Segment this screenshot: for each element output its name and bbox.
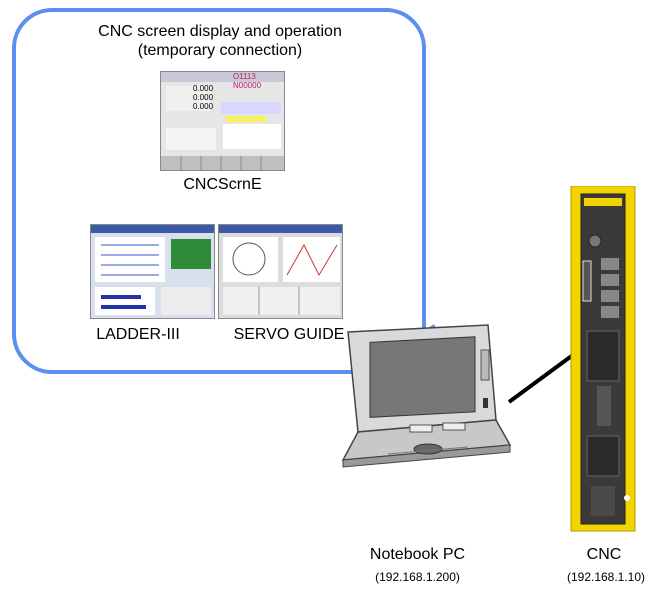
cnc-ip: (192.168.1.10) [566, 570, 646, 584]
cnc-values: 0.000 0.000 0.000 [193, 84, 213, 111]
notebook-pc-ip: (192.168.1.200) [375, 570, 460, 584]
callout-title-line1: CNC screen display and operation [98, 23, 342, 40]
cnc-value: 0.000 [193, 93, 214, 102]
notebook-pc-label: Notebook PC [369, 546, 466, 563]
servo-guide-thumbnail [218, 224, 343, 319]
cnc-screen-image [161, 72, 284, 170]
cnc-screen-caption: CNCScrnE [183, 176, 262, 193]
notebook-pc [341, 324, 512, 468]
cnc-unit [570, 186, 636, 532]
ladder-image [91, 225, 214, 315]
servo-guide-image [219, 225, 342, 315]
ladder-caption: LADDER-III [96, 326, 180, 343]
cnc-value: 0.000 [193, 84, 214, 93]
cnc-readout-top: O1113 N00000 [233, 72, 262, 90]
cnc-value: 0.000 [193, 102, 214, 111]
cnc-screen-thumbnail: O1113 N00000 0.000 0.000 0.000 [160, 71, 285, 171]
callout-title-line2: (temporary connection) [137, 42, 303, 59]
ladder-thumbnail [90, 224, 215, 319]
servo-guide-caption: SERVO GUIDE [233, 326, 345, 343]
cnc-label: CNC [586, 546, 622, 563]
